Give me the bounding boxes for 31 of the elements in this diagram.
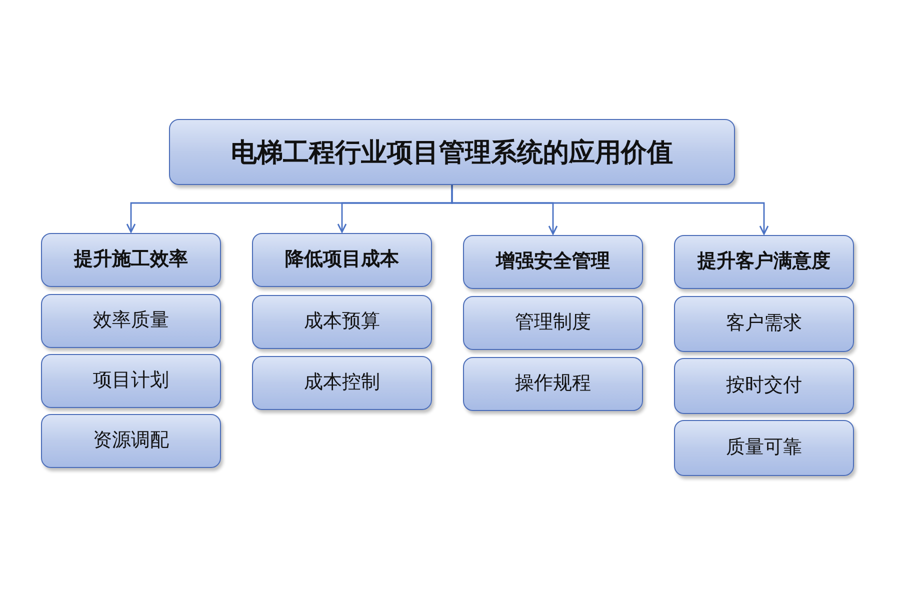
item-box — [41, 294, 221, 348]
item-box — [674, 358, 854, 414]
node-label: 提升施工效率 — [74, 248, 188, 272]
category-box — [674, 235, 854, 289]
node-label: 资源调配 — [93, 428, 169, 453]
node-label: 项目计划 — [93, 368, 169, 393]
node-label: 成本预算 — [304, 310, 380, 334]
node-label: 操作规程 — [515, 372, 591, 396]
category-box — [252, 233, 432, 287]
node-label: 效率质量 — [93, 308, 169, 333]
node-label: 电梯工程行业项目管理系统的应用价值 — [231, 136, 673, 168]
node-label: 降低项目成本 — [285, 248, 399, 272]
item-box — [41, 414, 221, 468]
node-label: 管理制度 — [515, 310, 591, 335]
node-label: 客户需求 — [726, 312, 802, 336]
node-label: 提升客户满意度 — [698, 250, 830, 274]
category-box — [41, 233, 221, 287]
item-box — [674, 296, 854, 352]
category-box — [463, 235, 643, 289]
node-label: 成本控制 — [304, 370, 380, 395]
title-box — [169, 119, 735, 185]
node-label: 质量可靠 — [726, 436, 802, 460]
item-box — [674, 420, 854, 476]
item-box — [41, 354, 221, 408]
node-label: 按时交付 — [726, 374, 802, 398]
item-box — [252, 356, 432, 410]
item-box — [463, 296, 643, 350]
item-box — [463, 357, 643, 411]
node-label: 增强安全管理 — [496, 250, 610, 274]
item-box — [252, 295, 432, 349]
connector-arrow — [451, 185, 769, 235]
